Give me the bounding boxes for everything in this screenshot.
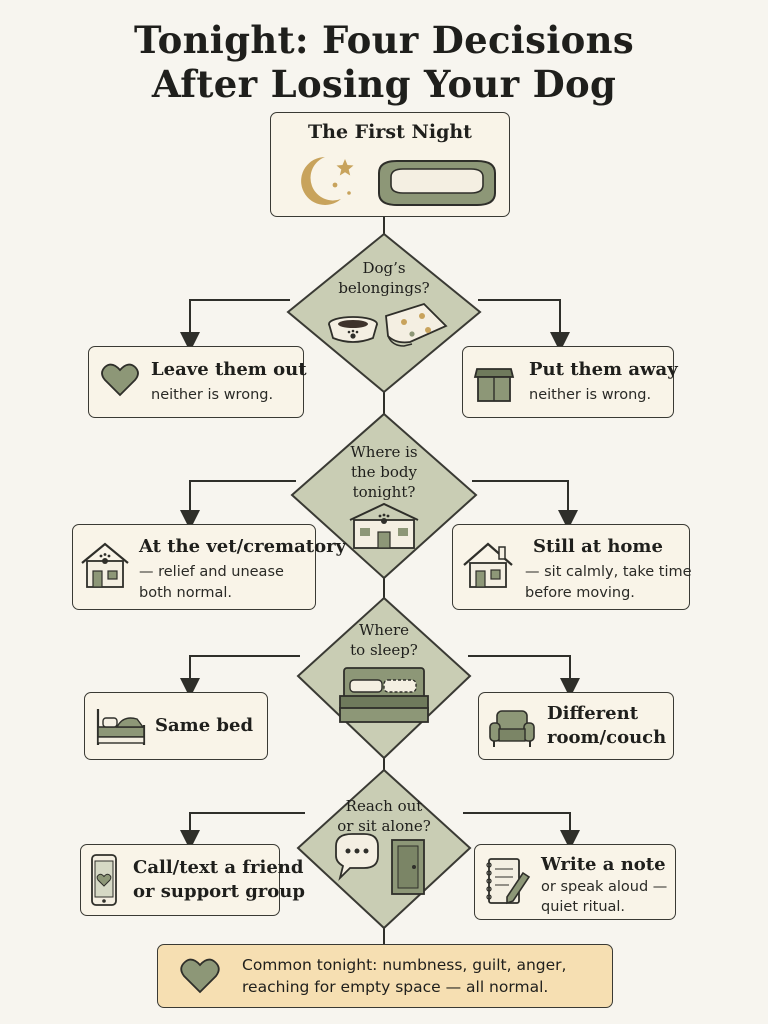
option-title: Call/text a friend [133, 857, 304, 878]
phone-heart-icon [91, 854, 117, 906]
option-same-bed: Same bed [84, 692, 268, 760]
option-put-them-away: Put them away neither is wrong. [462, 346, 678, 418]
option-title: At the vet/crematory [139, 536, 347, 557]
notebook-pen-icon [486, 858, 531, 905]
decision-1-question: Dog’s belongings? [314, 258, 454, 298]
decision-2-question-line: the body [350, 463, 418, 481]
decision-2-question-line: tonight? [352, 483, 416, 501]
option-text: both normal. [139, 585, 232, 601]
branch-1-right [478, 299, 570, 352]
branch-4-left [180, 812, 305, 850]
dog-bed-icon [378, 160, 496, 206]
option-title: Same bed [155, 715, 254, 736]
option-title: Put them away [529, 359, 678, 380]
decision-diamond-1 [286, 232, 482, 394]
option-text: neither is wrong. [151, 387, 274, 403]
house-icon [463, 542, 513, 588]
food-bowl-icon [328, 316, 378, 343]
speech-bubble-icon [335, 833, 379, 881]
bed-icon [96, 709, 146, 745]
option-write-a-note: Write a note or speak aloud — quiet ritu… [474, 844, 676, 920]
option-text: room/couch [547, 727, 667, 748]
branch-1-left [180, 299, 290, 352]
paw-blanket-icon [385, 302, 448, 347]
decision-3-question-line: to sleep? [350, 641, 418, 659]
option-title: Leave them out [151, 359, 307, 380]
decision-1-question-line: belongings? [338, 279, 430, 297]
decision-4-question-line: Reach out [345, 797, 423, 815]
option-text: or speak aloud — [541, 879, 668, 895]
option-title: Write a note [541, 854, 666, 875]
page-title-line-1: Tonight: Four Decisions [134, 18, 634, 62]
start-node-label: The First Night [308, 121, 472, 143]
footer-line-1: Common tonight: numbness, guilt, anger, [242, 956, 567, 974]
heart-icon [101, 363, 139, 397]
decision-diamond-4 [296, 768, 472, 930]
bed-icon [339, 667, 429, 723]
vet-clinic-icon [349, 502, 419, 549]
option-text: quiet ritual. [541, 899, 626, 915]
footer-note-text: Common tonight: numbness, guilt, anger, … [242, 954, 566, 998]
clinic-house-icon [81, 542, 129, 588]
option-text: — relief and unease [139, 564, 284, 580]
branch-4-right [463, 812, 580, 850]
moon-stars-icon [301, 157, 354, 205]
decision-4-question-line: or sit alone? [337, 817, 431, 835]
option-at-the-vet: At the vet/crematory — relief and unease… [72, 524, 346, 610]
start-node: The First Night [270, 112, 510, 217]
footer-note: Common tonight: numbness, guilt, anger, … [157, 944, 613, 1008]
decision-diamond-2 [290, 412, 478, 580]
decision-1-question-line: Dog’s [362, 259, 406, 277]
branch-3-left [180, 655, 300, 698]
footer-line-2: reaching for empty space — all normal. [242, 978, 549, 996]
option-title: Different [547, 703, 639, 724]
heart-icon [180, 958, 220, 994]
option-still-at-home: Still at home — sit calmly, take time be… [452, 524, 692, 610]
branch-3-right [468, 655, 580, 698]
decision-2-question-line: Where is [350, 443, 418, 461]
option-leave-them-out: Leave them out neither is wrong. [88, 346, 307, 418]
option-title: Still at home [533, 536, 663, 557]
door-icon [391, 839, 425, 895]
decision-4-question: Reach out or sit alone? [314, 796, 454, 836]
option-text: before moving. [525, 585, 635, 601]
box-icon [473, 368, 515, 402]
option-call-text-friend: Call/text a friend or support group [80, 844, 305, 916]
option-text: — sit calmly, take time [525, 564, 692, 580]
decision-3-question: Where to sleep? [314, 620, 454, 660]
armchair-icon [489, 710, 535, 747]
option-text: or support group [133, 881, 305, 902]
page-title-line-2: After Losing Your Dog [151, 62, 617, 106]
branch-2-right [472, 480, 578, 530]
decision-3-question-line: Where [358, 621, 409, 639]
decision-2-question: Where is the body tonight? [314, 442, 454, 502]
branch-2-left [180, 480, 296, 530]
option-text: neither is wrong. [529, 387, 652, 403]
option-different-room: Different room/couch [478, 692, 674, 760]
